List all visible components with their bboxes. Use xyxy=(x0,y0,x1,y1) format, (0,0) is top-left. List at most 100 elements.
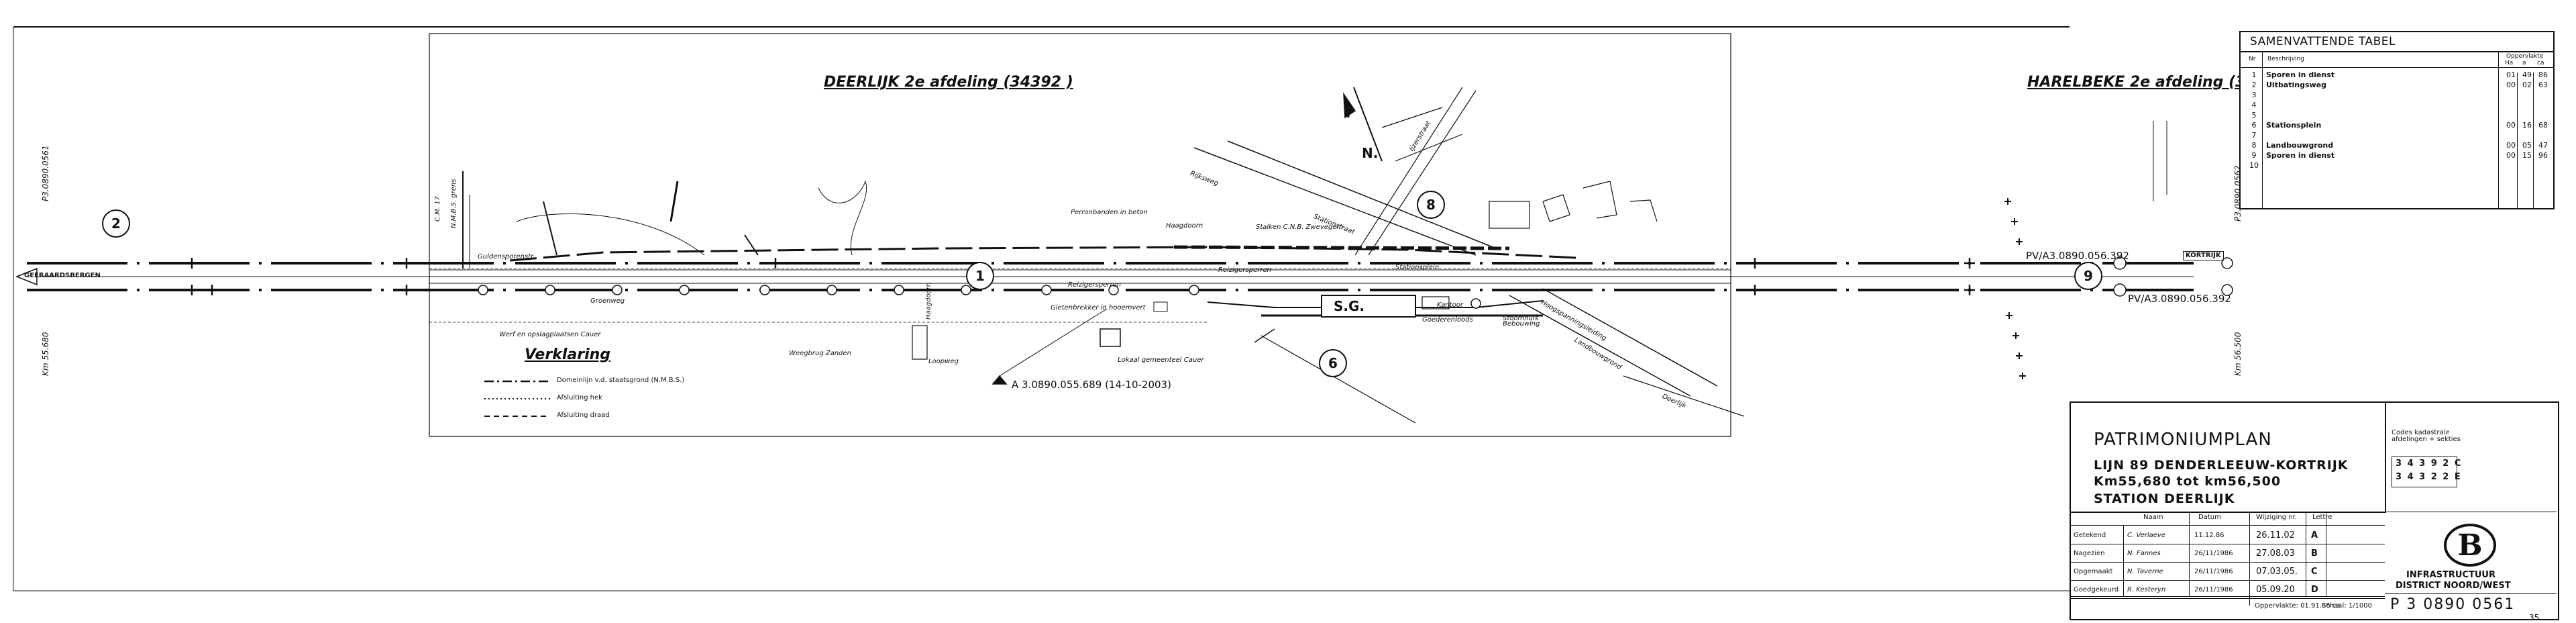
road-line xyxy=(1227,140,1497,249)
building xyxy=(1629,199,1658,222)
station-building xyxy=(1321,295,1416,318)
summary-cell-ha: 00 xyxy=(2506,121,2516,130)
role-date: 11.12.86 xyxy=(2194,532,2224,539)
km-label-left-top: P3.0890.0561 xyxy=(41,145,50,201)
role-label: Nagezien xyxy=(2074,550,2105,557)
role-label: Goedgekeurd xyxy=(2074,586,2119,593)
section-label-harelbeke: HARELBEKE 2e afdeling (34322 ) xyxy=(2027,74,2299,91)
feature-label: Perronbanden in beton xyxy=(1071,209,1148,216)
feature-label: Stalken C.N.B. Zwevegem xyxy=(1256,224,1344,231)
summary-cell-nr: 3 xyxy=(2251,91,2257,99)
summary-cell-nr: 1 xyxy=(2251,70,2257,79)
siding-upper-2 xyxy=(1173,245,1510,250)
building xyxy=(1582,181,1617,219)
summary-cell-nr: 2 xyxy=(2251,81,2257,89)
summary-unit-ca: ca xyxy=(2537,60,2544,66)
summary-col-desc: Beschrijving xyxy=(2267,56,2304,62)
direction-label-right: KORTRIJK xyxy=(2183,251,2224,260)
sncb-logo: B xyxy=(2444,524,2496,567)
summary-header-row: Nr Beschrijving Oppervlakte Ha a ca xyxy=(2241,52,2553,68)
summary-cell-a: 49 xyxy=(2522,70,2532,79)
role-name: R. Kesteryn xyxy=(2127,586,2166,593)
role-name: N. Taverne xyxy=(2127,568,2163,575)
fence-line xyxy=(543,201,557,256)
feature-label: N.M.B.S. grens xyxy=(450,179,458,228)
survey-triangle xyxy=(991,375,1008,385)
feature-label: Haagdoorn xyxy=(925,282,932,320)
role-label: Opgemaakt xyxy=(2074,568,2113,575)
track-crosses xyxy=(186,258,1975,295)
parcel-marker-8: 8 xyxy=(1417,191,1445,219)
codes-row1: 3 4 3 9 2 C xyxy=(2396,459,2463,469)
pv-label-upper: PV/A3.0890.056.392 xyxy=(2026,250,2129,262)
road-line xyxy=(1254,328,1275,343)
revision-letter: D xyxy=(2311,585,2318,595)
summary-cell-ca: 47 xyxy=(2538,141,2548,150)
road-line xyxy=(1354,87,1463,256)
building xyxy=(1489,201,1530,229)
summary-row: 5 xyxy=(2241,111,2553,121)
leader-line xyxy=(999,308,1108,377)
summary-cell-desc: Sporen in dienst xyxy=(2266,70,2335,79)
building xyxy=(1099,328,1121,347)
street-label: Guldensporenstr. xyxy=(478,253,535,260)
scale-label: Schaal: 1/1000 xyxy=(2322,602,2372,610)
col-datum: Datum xyxy=(2198,514,2221,521)
summary-row: 4 xyxy=(2241,101,2553,111)
summary-cell-nr: 9 xyxy=(2251,151,2257,160)
summary-row: 3 xyxy=(2241,91,2553,101)
road-line xyxy=(1381,107,1443,128)
ditch-line xyxy=(818,180,867,256)
role-name: C. Verlaeve xyxy=(2127,532,2165,539)
fence-line xyxy=(669,181,679,222)
summary-cell-ca: 68 xyxy=(2538,121,2548,130)
road-line xyxy=(1260,335,1416,424)
parcel-marker-1: 1 xyxy=(966,262,994,290)
road-line xyxy=(1542,288,1718,387)
plan-line3: STATION DEERLIJK xyxy=(2094,491,2235,506)
summary-cell-nr: 4 xyxy=(2251,101,2257,109)
building xyxy=(1421,296,1450,309)
revision-date: 07.03.05. xyxy=(2256,567,2298,577)
summary-cell-ha: 01 xyxy=(2506,70,2516,79)
summary-cell-desc: Sporen in dienst xyxy=(2266,151,2335,160)
north-arrow xyxy=(1353,87,1383,162)
road-line xyxy=(1395,134,1463,162)
north-label: N. xyxy=(1362,145,1379,161)
summary-cell-ha: 00 xyxy=(2506,141,2516,150)
summary-cell-nr: 6 xyxy=(2251,121,2257,130)
summary-col-nr: Nr xyxy=(2249,56,2256,62)
legend-item-domain: Domeinlijn v.d. staatsgrond (N.M.B.S.) xyxy=(557,377,685,384)
col-letter: Lettre xyxy=(2312,514,2332,521)
page-number: 35 xyxy=(2529,613,2540,622)
summary-row: 7 xyxy=(2241,131,2553,141)
title-block: PATRIMONIUMPLAN LIJN 89 DENDERLEEUW-KORT… xyxy=(2070,401,2559,620)
road-line xyxy=(1193,147,1477,256)
summary-cell-ca: 63 xyxy=(2538,81,2548,89)
plan-line1: LIJN 89 DENDERLEEUW-KORTRIJK xyxy=(2094,458,2349,473)
km-label-left-bottom: Km 55.680 xyxy=(41,332,50,376)
fence-line xyxy=(744,234,759,256)
feature-label: Weegbrug Zanden xyxy=(789,350,852,357)
building xyxy=(1153,301,1168,312)
km-label-right-bottom: Km 56.500 xyxy=(2233,332,2243,376)
summary-cell-nr: 10 xyxy=(2249,161,2259,170)
role-date: 26/11/1986 xyxy=(2194,550,2233,557)
revision-date: 27.08.03 xyxy=(2256,548,2295,559)
summary-cell-nr: 8 xyxy=(2251,141,2257,150)
feature-label: C.M. 17 xyxy=(434,196,441,222)
summary-row: 10 xyxy=(2241,161,2553,171)
feature-label: Haagdoorn xyxy=(1166,222,1203,230)
feature-label: Stoomhuis xyxy=(1503,315,1538,322)
col-wijziging: Wijziging nr. xyxy=(2256,514,2297,521)
track-circles xyxy=(478,256,2233,309)
pv-label-lower: PV/A3.0890.056.392 xyxy=(2128,293,2231,305)
col-naam: Naam xyxy=(2143,514,2163,521)
survey-label: A 3.0890.055.689 (14-10-2003) xyxy=(1012,379,1171,391)
plan-line2: Km55,680 tot km56,500 xyxy=(2094,474,2282,489)
road-line xyxy=(1623,375,1745,417)
